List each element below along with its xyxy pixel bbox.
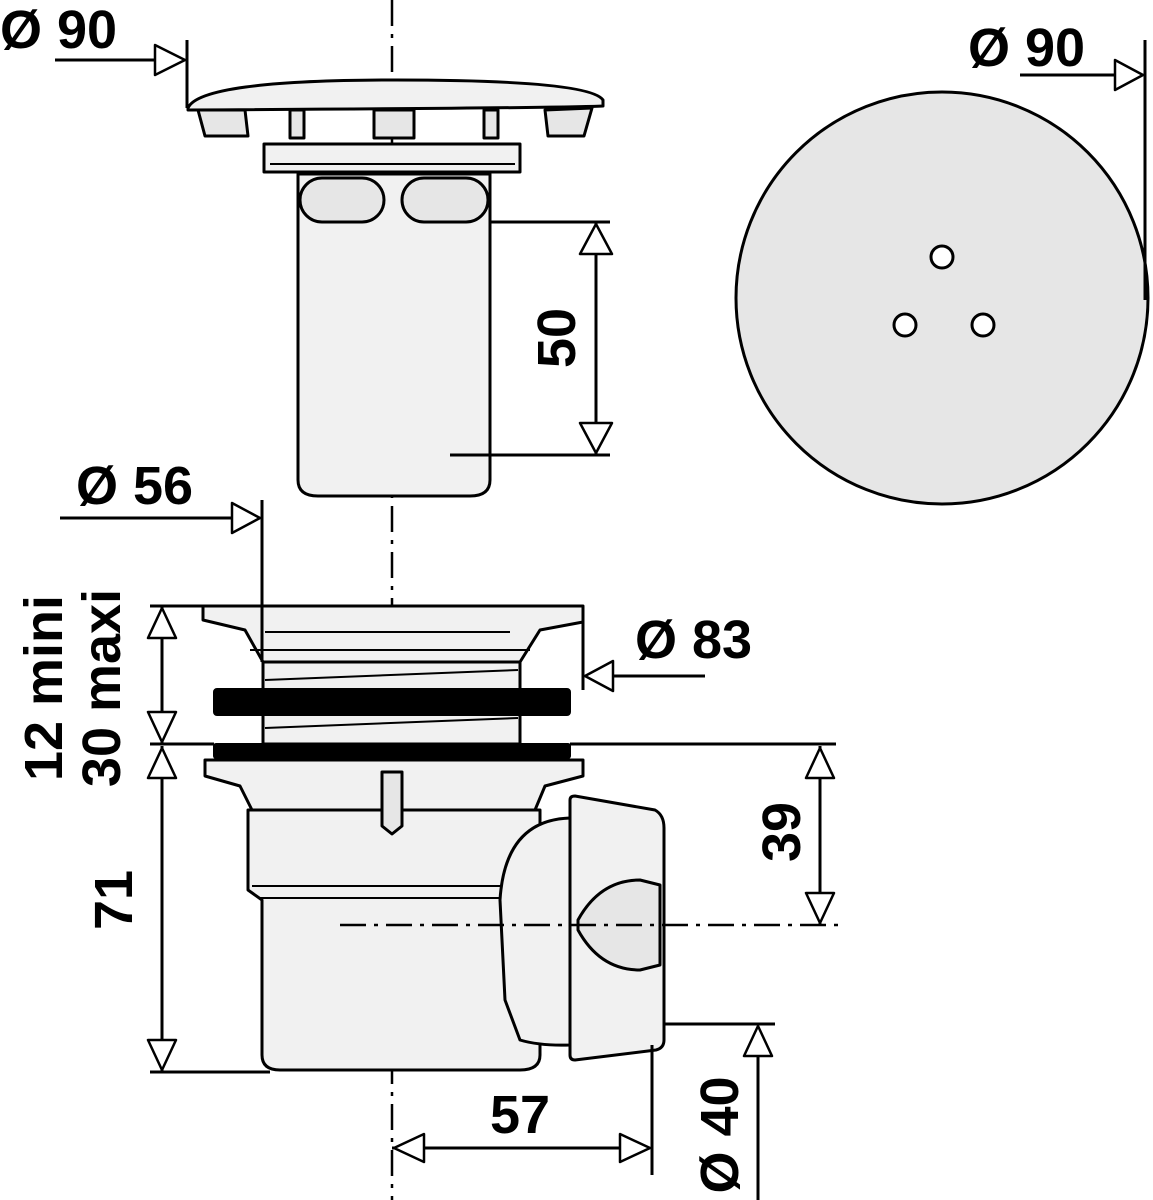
drain-hole-right xyxy=(970,312,996,338)
drain-hole-top xyxy=(929,244,955,270)
flange-diameter-dimension: Ø 83 xyxy=(581,606,752,693)
outlet-offset-label: 57 xyxy=(490,1085,550,1145)
strainer-height-label: 50 xyxy=(527,308,587,368)
cover-cap-side-view xyxy=(186,78,605,140)
body-height-dimension: 71 xyxy=(84,746,270,1074)
outlet-diameter-dimension: Ø 40 xyxy=(664,1022,775,1200)
outlet-offset-dimension: 57 xyxy=(392,1045,654,1175)
upper-gasket xyxy=(213,688,571,716)
drain-hole-left xyxy=(892,312,918,338)
cover-top-view xyxy=(734,90,1150,506)
outlet-inner-diameter-dimension: Ø 56 xyxy=(60,456,264,662)
outlet-axis-height-label: 39 xyxy=(752,802,812,862)
cover-diameter-side-label: Ø 90 xyxy=(0,0,117,60)
outlet-inner-diameter-label: Ø 56 xyxy=(76,456,193,516)
cover-diameter-top-dimension: Ø 90 xyxy=(968,18,1147,300)
flange-diameter-label: Ø 83 xyxy=(635,610,752,670)
strainer-height-dimension: 50 xyxy=(450,220,614,457)
clamp-range-max-label: 30 maxi xyxy=(72,589,132,787)
body-height-label: 71 xyxy=(84,870,144,930)
outlet-axis-height-dimension: 39 xyxy=(340,742,845,927)
cover-diameter-top-label: Ø 90 xyxy=(968,18,1085,78)
cover-diameter-side-dimension: Ø 90 xyxy=(0,0,189,108)
outlet-diameter-label: Ø 40 xyxy=(690,1076,750,1193)
clamp-range-min-label: 12 mini xyxy=(14,595,74,781)
lower-gasket xyxy=(213,743,571,759)
strainer-basket xyxy=(262,142,522,498)
clamp-range-dimension: 12 mini 30 maxi xyxy=(14,589,214,787)
